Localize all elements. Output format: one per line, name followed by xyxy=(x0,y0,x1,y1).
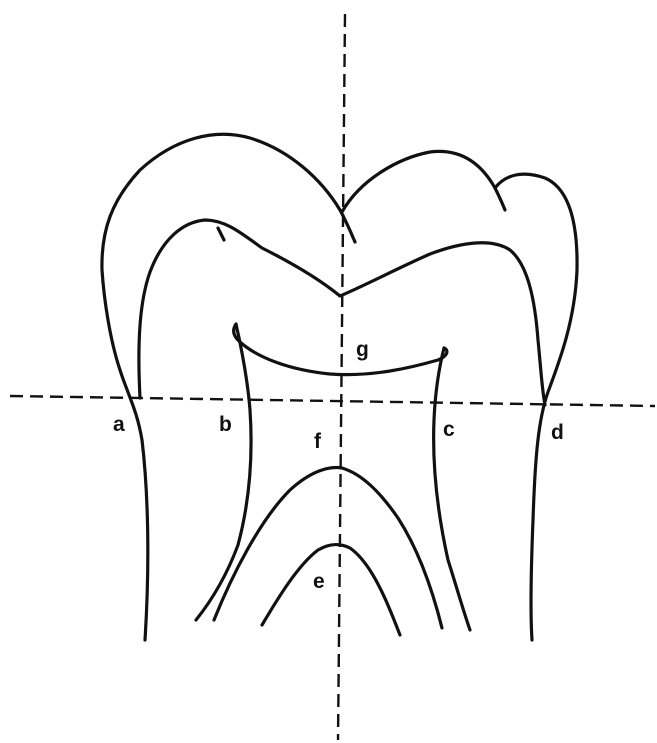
label-d: d xyxy=(551,421,564,444)
pulp-chamber-right-wall xyxy=(434,348,470,630)
label-e: e xyxy=(313,570,325,593)
furcation-inner-arch xyxy=(262,544,400,635)
vertical-axis-line xyxy=(338,14,345,740)
label-a: a xyxy=(113,413,125,436)
enamel-surface-mark xyxy=(218,228,224,240)
label-g: g xyxy=(356,338,369,361)
label-f: f xyxy=(314,430,322,453)
pulp-chamber-left-wall xyxy=(196,324,251,620)
pulp-chamber-roof xyxy=(234,324,447,375)
horizontal-axis-line xyxy=(10,396,655,406)
label-b: b xyxy=(219,413,232,436)
label-c: c xyxy=(443,418,455,441)
